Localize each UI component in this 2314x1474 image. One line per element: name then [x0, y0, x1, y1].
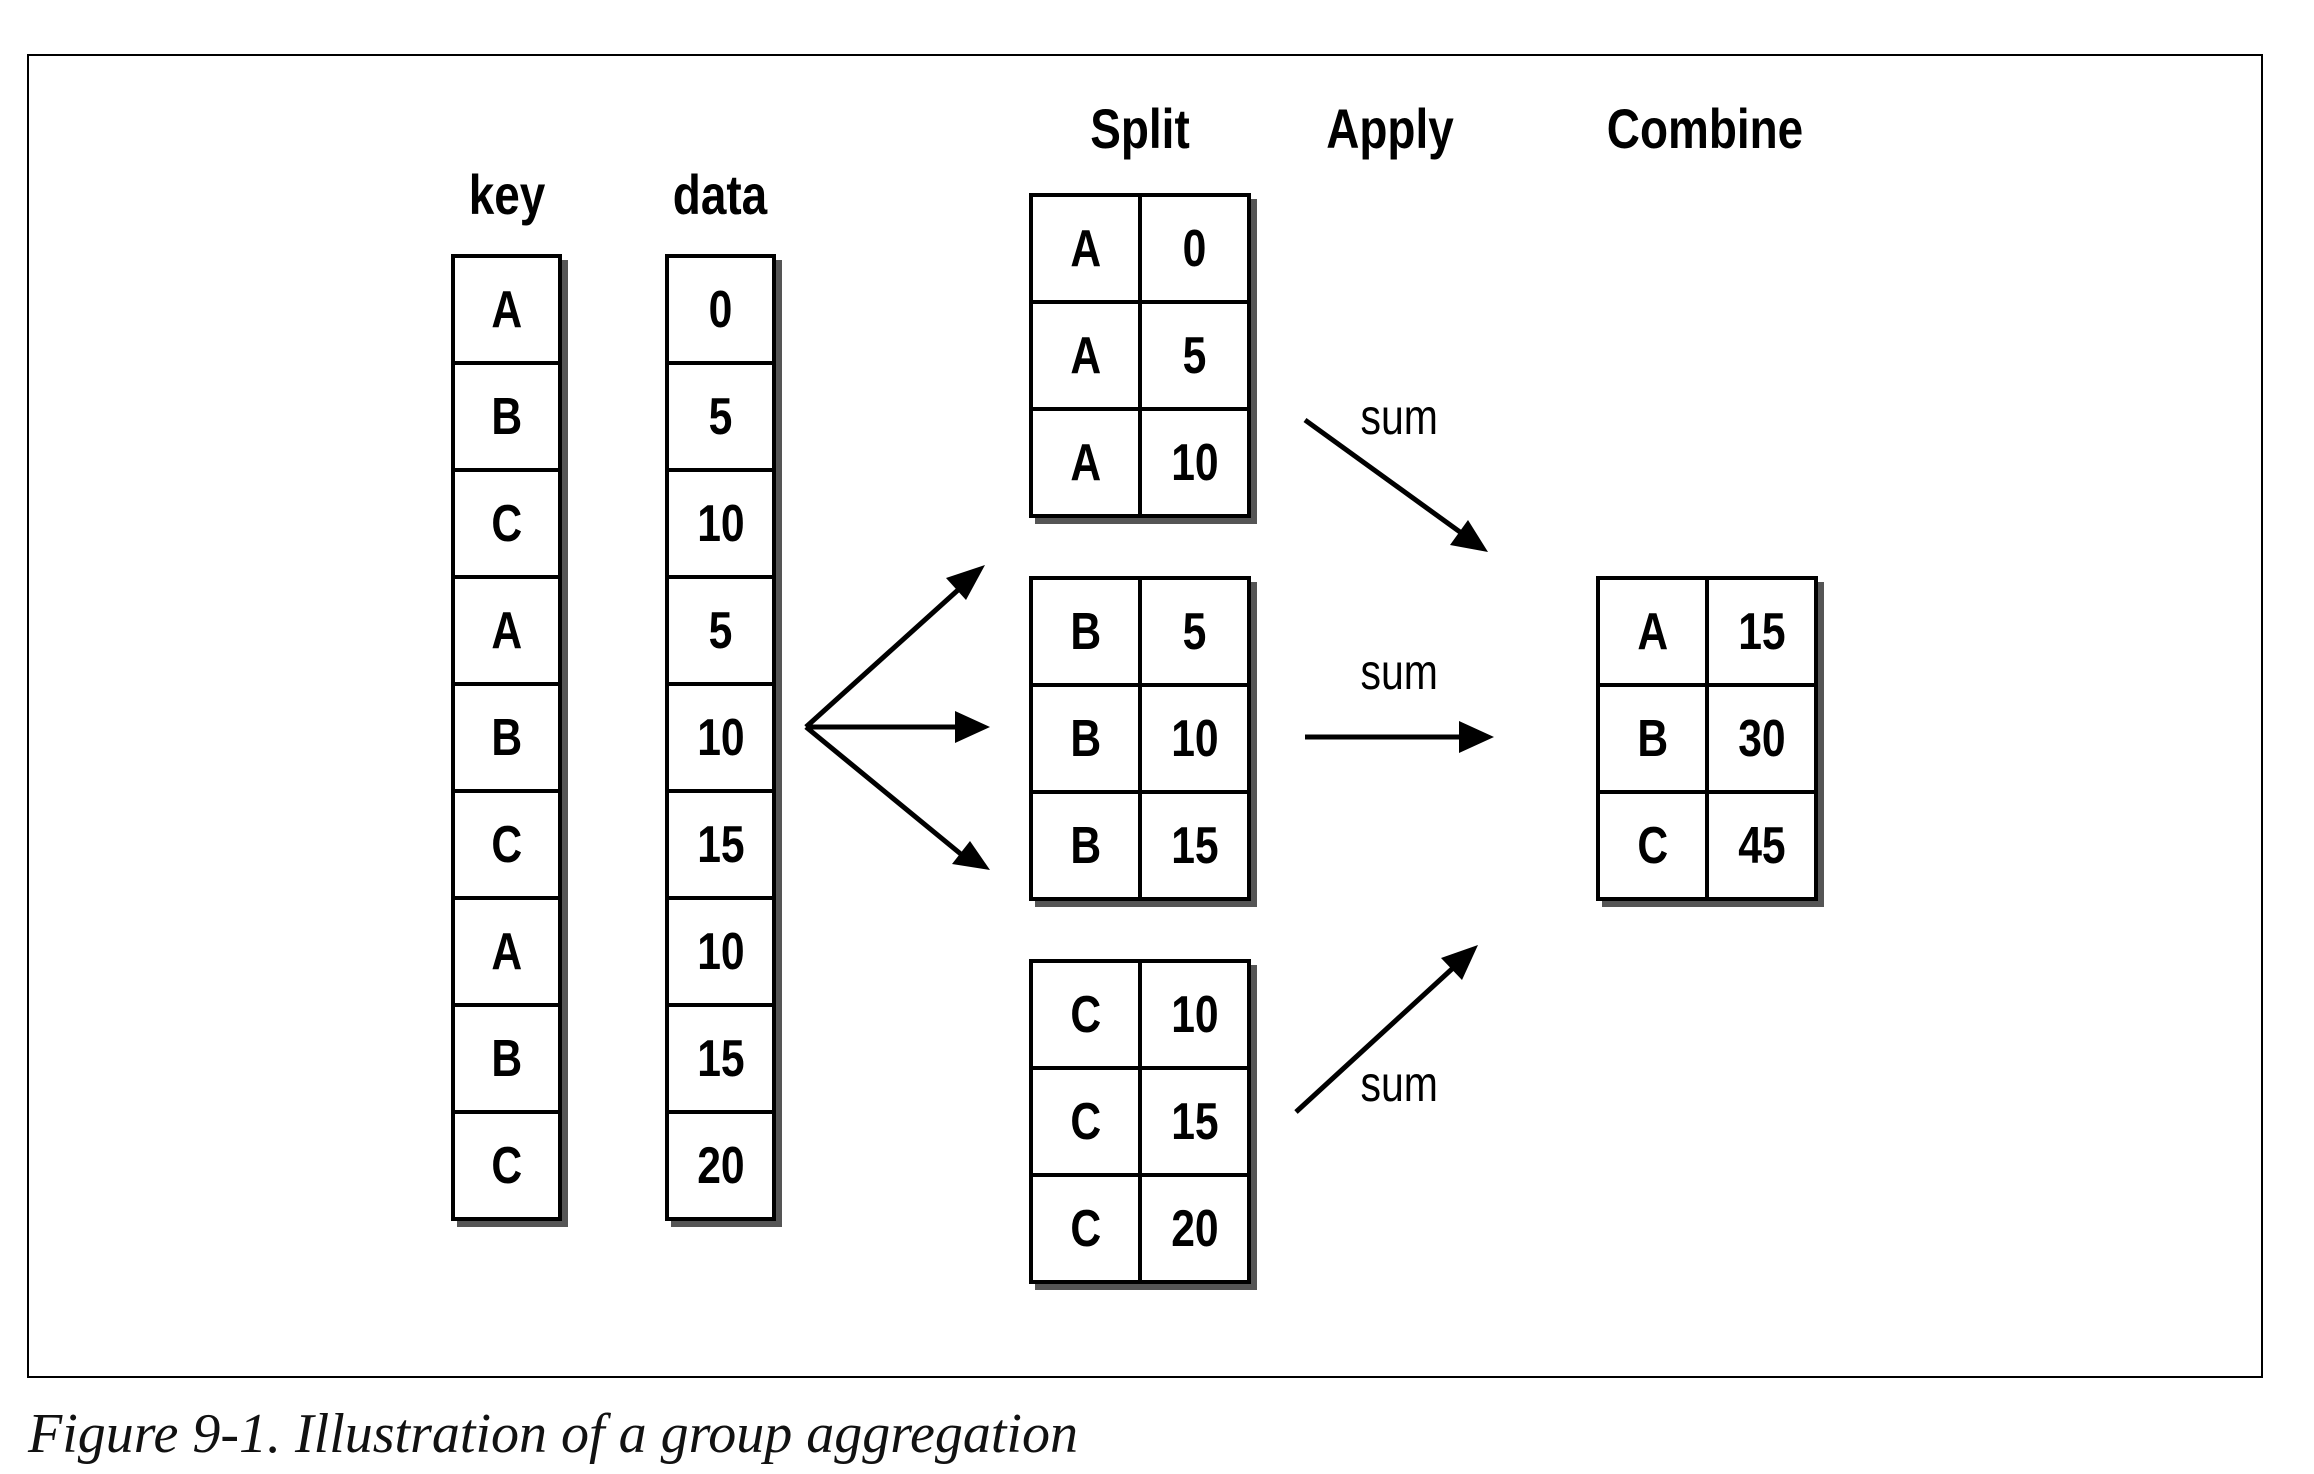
combine-row: B 30	[1596, 683, 1818, 794]
split-group-a: A 0 A 5 A 10	[1029, 193, 1251, 518]
combine-value-cell: 45	[1705, 790, 1818, 901]
data-cell: 10	[665, 896, 776, 1007]
split-value-cell: 10	[1138, 959, 1251, 1070]
data-cell: 15	[665, 789, 776, 900]
figure-caption: Figure 9-1. Illustration of a group aggr…	[28, 1403, 1078, 1465]
split-value-cell: 10	[1138, 683, 1251, 794]
split-value-cell: 5	[1138, 300, 1251, 411]
split-row: A 10	[1029, 407, 1251, 518]
combine-row: C 45	[1596, 790, 1818, 901]
split-row: C 20	[1029, 1173, 1251, 1284]
split-key-cell: C	[1029, 1173, 1142, 1284]
data-cell: 0	[665, 254, 776, 365]
split-arrow-down	[804, 725, 964, 857]
combine-key-cell: C	[1596, 790, 1709, 901]
split-arrow-up	[804, 588, 960, 729]
split-key-cell: B	[1029, 790, 1142, 901]
split-row: A 0	[1029, 193, 1251, 304]
split-value-cell: 20	[1138, 1173, 1251, 1284]
split-arrow-mid-head	[955, 711, 990, 743]
data-cell: 5	[665, 361, 776, 472]
apply-arrow-top-head	[1450, 520, 1488, 552]
apply-arrow-top	[1303, 417, 1462, 535]
key-cell: A	[451, 575, 562, 686]
data-cell: 20	[665, 1110, 776, 1221]
split-value-cell: 10	[1138, 407, 1251, 518]
key-heading: key	[468, 163, 546, 226]
key-cell: B	[451, 1003, 562, 1114]
split-heading: Split	[1090, 97, 1190, 160]
data-heading: data	[672, 163, 768, 226]
split-value-cell: 5	[1138, 576, 1251, 687]
apply-label-a: sum	[1360, 389, 1438, 445]
data-cell: 10	[665, 468, 776, 579]
key-cell: C	[451, 1110, 562, 1221]
apply-heading: Apply	[1326, 97, 1454, 160]
split-arrow-down-head	[952, 841, 990, 870]
split-row: A 5	[1029, 300, 1251, 411]
apply-label-c: sum	[1360, 1056, 1438, 1112]
data-cell: 10	[665, 682, 776, 793]
split-value-cell: 15	[1138, 790, 1251, 901]
split-group-c: C 10 C 15 C 20	[1029, 959, 1251, 1284]
combine-heading: Combine	[1606, 97, 1804, 160]
combine-value-cell: 30	[1705, 683, 1818, 794]
split-row: B 15	[1029, 790, 1251, 901]
apply-arrow-bottom-head	[1441, 945, 1478, 980]
split-value-cell: 0	[1138, 193, 1251, 304]
combine-table: A 15 B 30 C 45	[1596, 576, 1818, 901]
split-row: C 10	[1029, 959, 1251, 1070]
apply-label-b: sum	[1360, 644, 1438, 700]
apply-arrow-bottom	[1294, 966, 1455, 1114]
split-key-cell: A	[1029, 300, 1142, 411]
apply-arrow-mid-head	[1459, 721, 1494, 753]
key-cell: C	[451, 789, 562, 900]
split-row: B 10	[1029, 683, 1251, 794]
split-group-b: B 5 B 10 B 15	[1029, 576, 1251, 901]
data-column: 0 5 10 5 10 15 10 15 20	[665, 254, 776, 1221]
key-column: A B C A B C A B C	[451, 254, 562, 1221]
data-cell: 5	[665, 575, 776, 686]
split-arrow-up-head	[946, 565, 985, 600]
